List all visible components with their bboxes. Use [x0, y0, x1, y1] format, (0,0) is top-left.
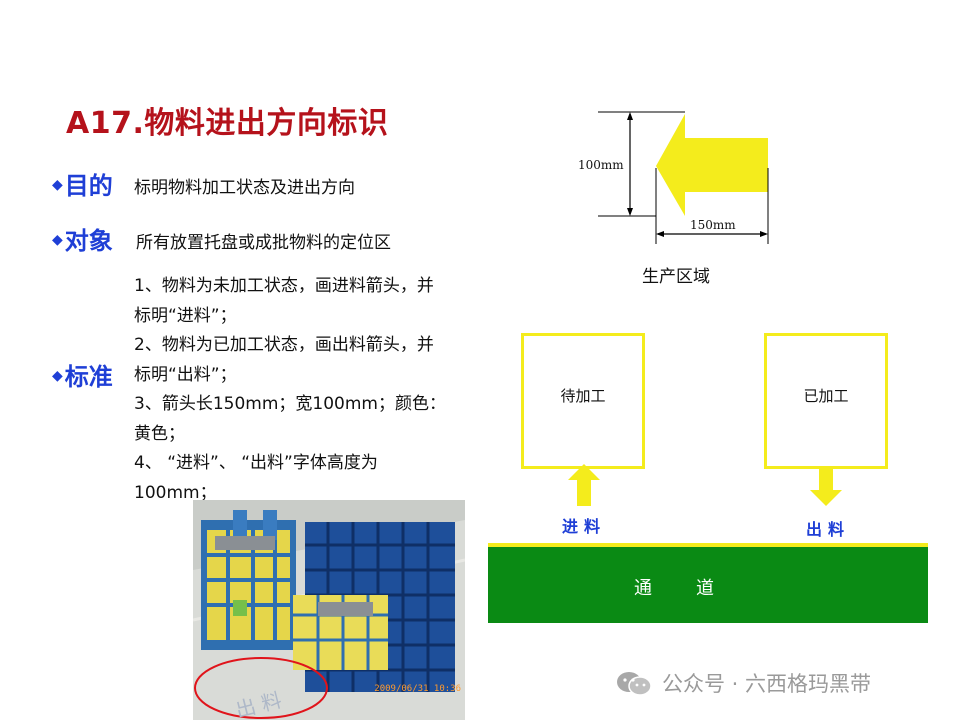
purpose-text: 标明物料加工状态及进出方向 — [134, 178, 355, 198]
standard-line: 标明“进料”； — [134, 305, 237, 326]
standard-line: 4、 “进料”、 “出料”字体高度为 — [134, 453, 378, 473]
purpose-label: ◆目的 — [52, 172, 113, 200]
diamond-bullet-icon: ◆ — [52, 177, 63, 193]
arrow-dimension-diagram — [598, 111, 769, 244]
standard-line: 1、物料为未加工状态，画进料箭头，并 — [134, 276, 434, 296]
wechat-icon — [617, 672, 652, 696]
object-text: 所有放置托盘或成批物料的定位区 — [136, 233, 391, 253]
aisle-label: 通道 — [634, 578, 758, 599]
standard-line: 100mm； — [134, 482, 217, 503]
aisle-band — [488, 543, 928, 623]
inbound-label: 进料 — [562, 517, 607, 536]
production-area-label: 生产区域 — [642, 267, 710, 287]
photo-timestamp: 2009/06/31 10:36 — [374, 684, 461, 694]
standard-line: 黄色； — [134, 423, 185, 444]
outbound-label: 出料 — [806, 520, 851, 539]
standard-line: 3、箭头长150mm；宽100mm；颜色： — [134, 394, 446, 414]
inbound-arrow-icon — [568, 464, 600, 506]
standard-label: ◆标准 — [52, 363, 113, 391]
box-pending-processing: 待加工 — [521, 333, 645, 469]
standard-list: 1、物料为未加工状态，画进料箭头，并 标明“进料”； 2、物料为已加工状态，画出… — [134, 272, 474, 508]
watermark: 公众号 · 六西格玛黑带 — [614, 668, 871, 698]
standard-line: 2、物料为已加工状态，画出料箭头，并 — [134, 335, 434, 355]
object-label: ◆对象 — [52, 227, 113, 255]
pallet-photo-illustration — [193, 500, 465, 720]
page-title: A17.物料进出方向标识 — [66, 106, 389, 141]
watermark-text: 公众号 · 六西格玛黑带 — [662, 672, 872, 696]
arrow-shape — [656, 114, 768, 216]
diamond-bullet-icon: ◆ — [52, 232, 63, 248]
width-dimension-label: 150mm — [690, 218, 736, 232]
standard-line: 标明“出料”； — [134, 364, 237, 385]
height-dimension-label: 100mm — [578, 158, 624, 172]
box-processed: 已加工 — [764, 333, 888, 469]
outbound-arrow-icon — [810, 466, 842, 506]
pallet-photo: 2009/06/31 10:36 出 料 — [193, 500, 465, 720]
diamond-bullet-icon: ◆ — [52, 368, 63, 384]
